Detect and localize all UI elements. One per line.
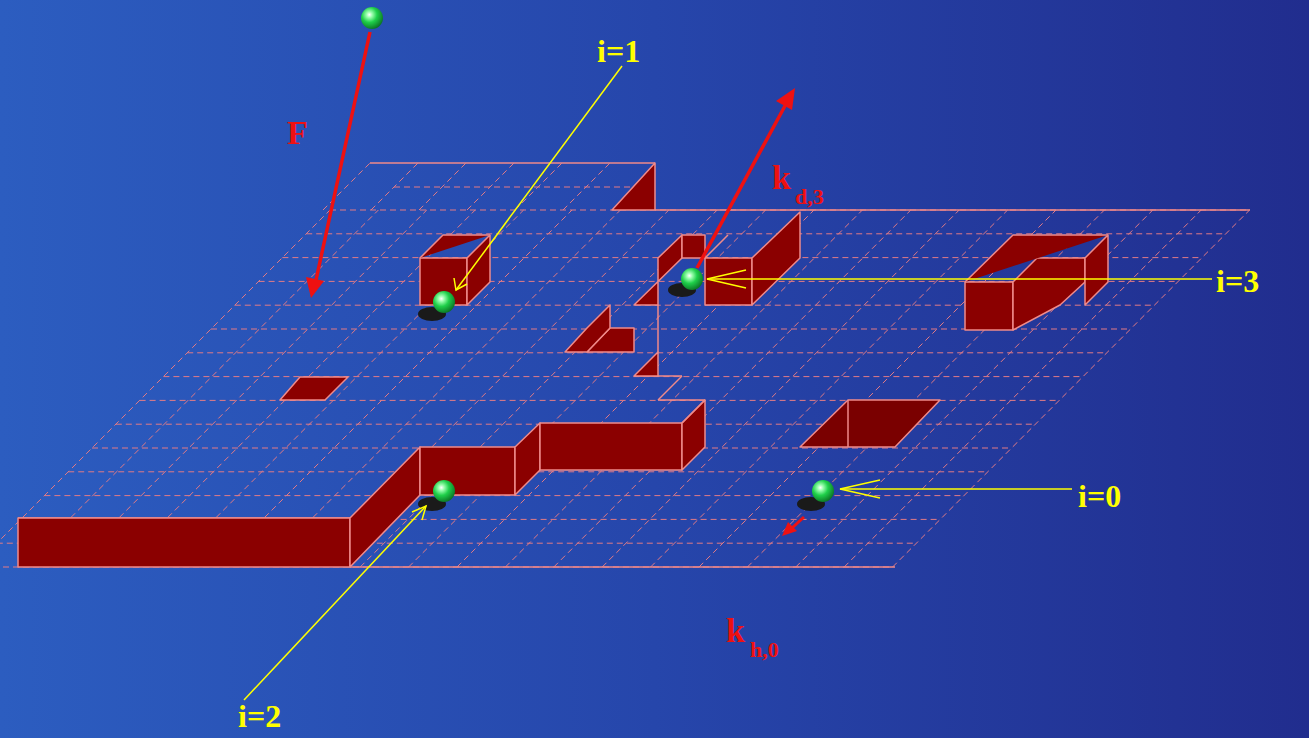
terrace-edges <box>18 163 1250 567</box>
grid-lines <box>0 163 1250 567</box>
rate-subscript: d,3 <box>795 186 824 208</box>
rate-symbol: k <box>726 614 745 648</box>
site-label: i=2 <box>238 700 281 732</box>
leader-lines <box>244 66 1212 700</box>
adatoms <box>361 7 834 502</box>
site-label: i=1 <box>597 35 640 67</box>
process-arrows <box>306 32 804 536</box>
step-walls <box>18 163 1108 567</box>
flux-label: F <box>287 116 308 150</box>
rate-symbol: k <box>772 161 791 195</box>
rate-subscript: h,0 <box>750 639 779 661</box>
site-label: i=0 <box>1078 480 1121 512</box>
lattice-grid <box>0 163 1250 567</box>
site-label: i=3 <box>1216 265 1259 297</box>
atom-shadows <box>418 283 825 511</box>
